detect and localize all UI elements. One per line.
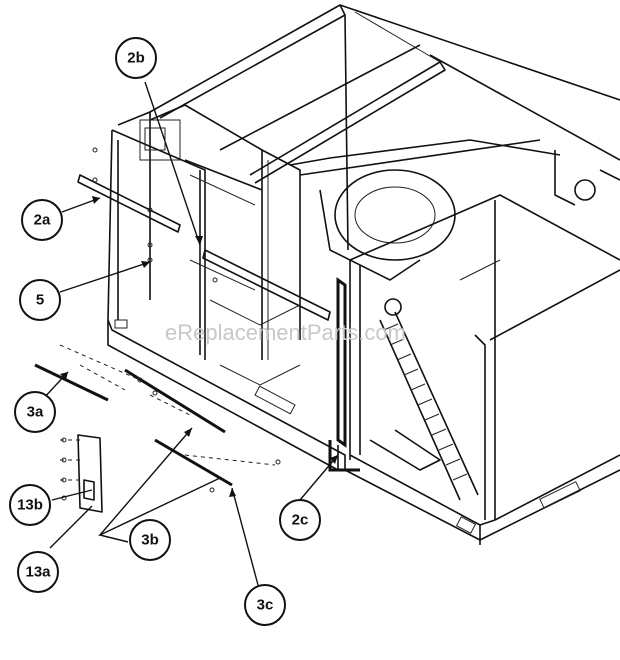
callout-2c: 2c (279, 499, 321, 541)
callout-5: 5 (19, 279, 61, 321)
callout-3c: 3c (244, 584, 286, 626)
svg-text:13b: 13b (17, 497, 43, 514)
exploded-parts (34, 344, 281, 513)
callout-3b: 3b (129, 519, 171, 561)
svg-text:3b: 3b (141, 532, 159, 549)
svg-text:2a: 2a (34, 212, 51, 229)
svg-text:5: 5 (36, 292, 44, 309)
watermark: eReplacementParts.com (165, 320, 406, 345)
callout-2b: 2b (115, 37, 157, 79)
svg-text:2b: 2b (127, 50, 145, 67)
callout-13b: 13b (9, 484, 51, 526)
svg-text:3c: 3c (257, 597, 274, 614)
svg-text:2c: 2c (292, 512, 309, 529)
callout-13a: 13a (17, 551, 59, 593)
callout-2a: 2a (21, 199, 63, 241)
svg-text:3a: 3a (27, 404, 44, 421)
svg-text:13a: 13a (25, 564, 51, 581)
callout-3a: 3a (14, 391, 56, 433)
unit-cabinet (77, 4, 620, 545)
